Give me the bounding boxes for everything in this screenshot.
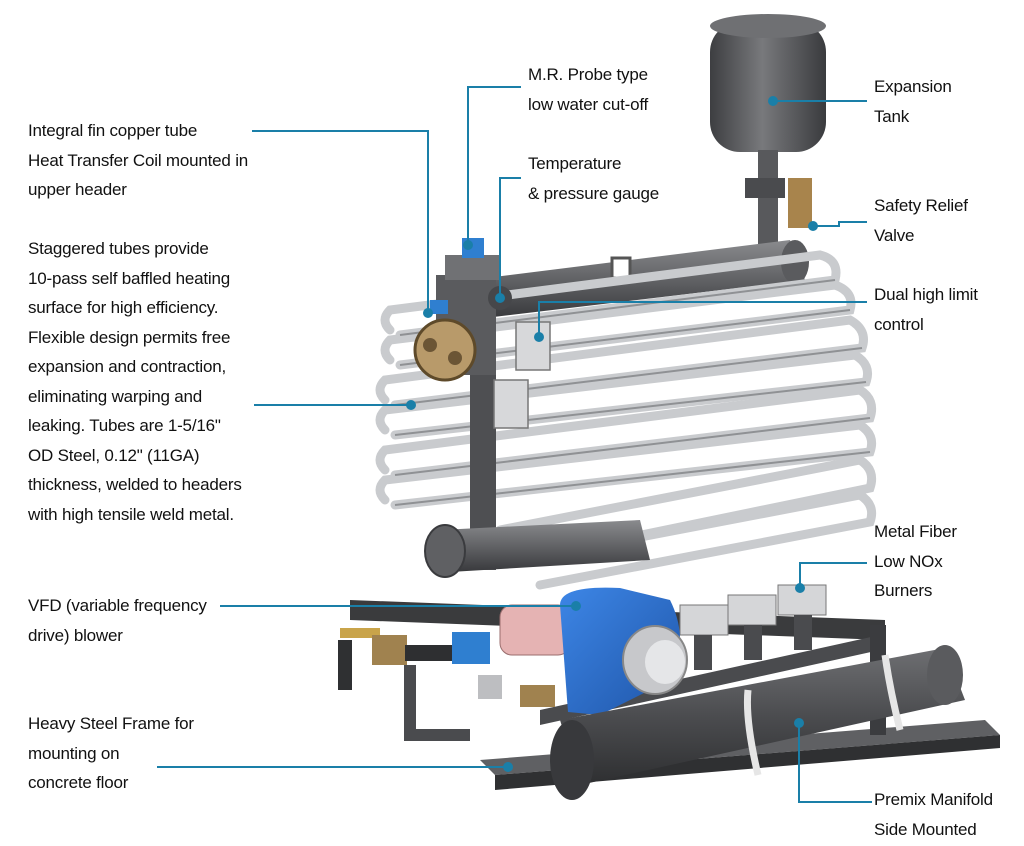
label-probe: M.R. Probe type low water cut-off (528, 65, 649, 114)
leader-burners (799, 562, 867, 588)
label-expansion-tank: Expansion Tank (874, 77, 952, 126)
label-high-limit: Dual high limit control (874, 285, 978, 334)
leader-manifold (798, 723, 872, 803)
label-vfd-blower: VFD (variable frequency drive) blower (28, 596, 207, 645)
leader-dots (406, 96, 818, 772)
leader-probe (467, 86, 521, 245)
label-premix-manifold: Premix Manifold Side Mounted (874, 790, 993, 839)
gas-train (340, 628, 555, 741)
burners (679, 584, 827, 670)
premix-manifold (550, 645, 965, 800)
leader-lines (157, 86, 872, 803)
leader-relief (813, 221, 867, 227)
leader-limit (538, 301, 867, 337)
leader-coil (252, 130, 429, 313)
label-heat-transfer-coil: Integral fin copper tube Heat Transfer C… (28, 121, 249, 199)
tube-coil (375, 250, 877, 590)
leader-gauge (499, 177, 521, 298)
label-staggered-tubes: Staggered tubes provide 10-pass self baf… (28, 239, 242, 524)
expansion-tank (710, 14, 826, 245)
label-relief-valve: Safety Relief Valve (874, 196, 968, 245)
label-steel-frame: Heavy Steel Frame for mounting on concre… (28, 714, 194, 792)
label-gauge: Temperature & pressure gauge (528, 154, 659, 203)
label-burners: Metal Fiber Low NOx Burners (874, 522, 957, 600)
vfd-blower (499, 587, 688, 715)
